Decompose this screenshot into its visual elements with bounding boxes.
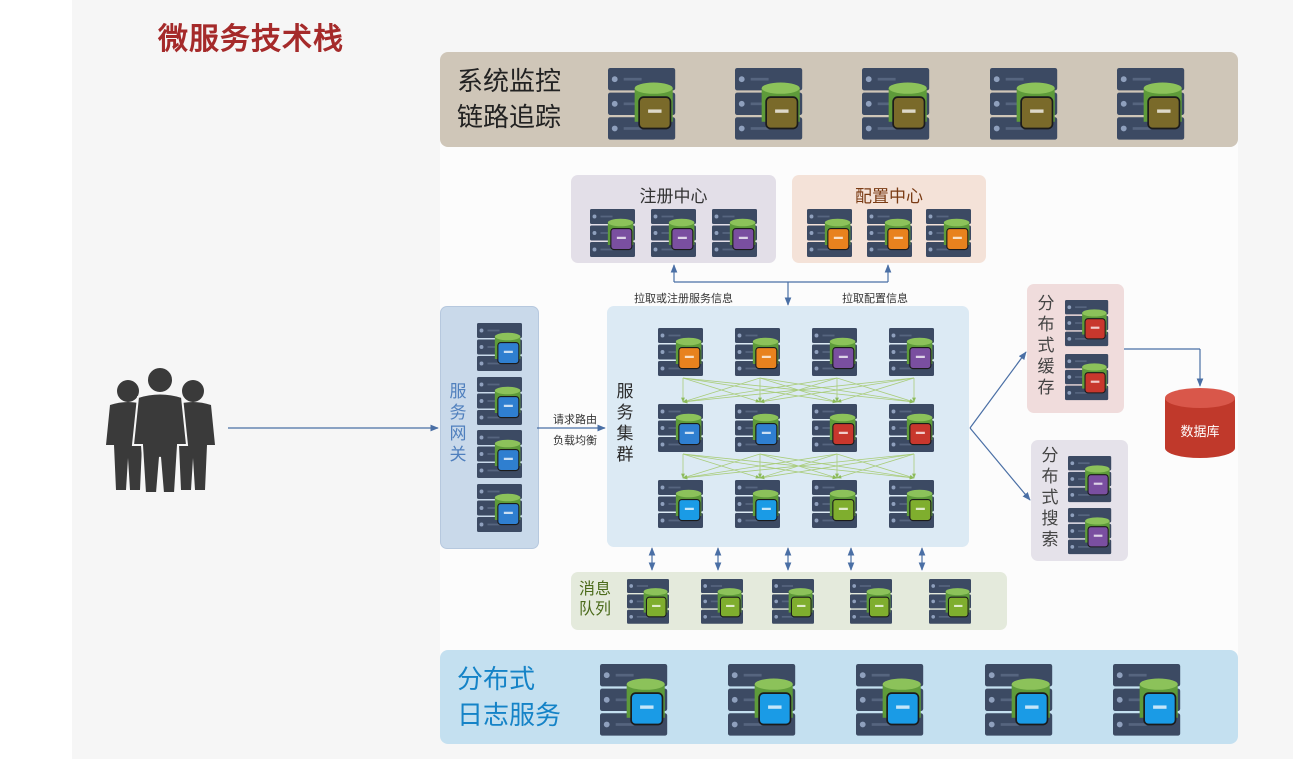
cluster-server-icon [889, 480, 934, 528]
users-icon [106, 366, 215, 494]
cache-server-icon [1065, 300, 1109, 347]
mq-label-line2: 队列 [579, 599, 612, 618]
edge-label-routing: 请求路由 [553, 413, 597, 426]
monitor-server-icon [735, 68, 803, 140]
registry-server-icon [651, 209, 696, 257]
page-title: 微服务技术栈 [158, 22, 344, 57]
log-service-band [440, 650, 1238, 744]
monitor-server-icon [1117, 68, 1185, 140]
cluster-char: 务 [616, 403, 634, 423]
cluster-mesh-line [682, 453, 838, 480]
gateway-char: 务 [449, 403, 467, 423]
monitor-server-icon [608, 68, 676, 140]
config-server-icon [807, 209, 852, 257]
log-service-label: 分布式 日志服务 [457, 662, 561, 734]
log-service-label-line1: 分布式 [457, 665, 536, 695]
registry-server-icon [590, 209, 635, 257]
log-service-label-line2: 日志服务 [457, 701, 562, 731]
gateway-char: 服 [449, 382, 467, 402]
mq-server-icon [701, 579, 743, 624]
search-server-icon [1068, 456, 1112, 503]
gateway-server-icon [477, 377, 522, 425]
search-char: 布 [1041, 467, 1059, 487]
mq-label: 消息 队列 [579, 579, 611, 619]
registry-title: 注册中心 [639, 187, 708, 207]
cluster-char: 服 [616, 382, 634, 402]
monitoring-label-line1: 系统监控 [457, 67, 562, 97]
cluster-to-cache-arrow [969, 351, 1027, 429]
cluster-mesh-line [759, 377, 915, 404]
cluster-label: 服 务 集 群 [615, 382, 635, 466]
cluster-server-icon [658, 480, 703, 528]
cluster-to-search-arrow [969, 427, 1031, 501]
cluster-mesh-line [682, 453, 915, 480]
monitor-server-icon [862, 68, 930, 140]
config-server-icon [867, 209, 912, 257]
cluster-server-icon [735, 480, 780, 528]
search-char: 搜 [1041, 509, 1059, 529]
log-server-icon [600, 664, 668, 736]
cache-char: 分 [1037, 294, 1055, 314]
cache-server-icon [1065, 354, 1109, 401]
edge-label-load-balance: 负载均衡 [553, 434, 597, 447]
cluster-server-icon [812, 328, 857, 376]
cache-label: 分 布 式 缓 存 [1036, 294, 1056, 399]
log-server-icon [856, 664, 924, 736]
database-icon [1165, 388, 1235, 458]
cluster-server-icon [658, 404, 703, 452]
cluster-server-icon [889, 328, 934, 376]
cluster-mesh-line [682, 453, 761, 479]
edge-label-pull-register: 拉取或注册服务信息 [634, 292, 733, 305]
registry-server-icon [712, 209, 757, 257]
log-server-icon [1113, 664, 1181, 736]
search-char: 索 [1041, 530, 1059, 550]
cache-char: 式 [1037, 336, 1055, 356]
config-server-icon [926, 209, 971, 257]
mq-server-icon [929, 579, 971, 624]
monitoring-band [440, 52, 1238, 147]
cluster-mesh-line [836, 453, 915, 479]
gateway-label: 服 务 网 关 [448, 382, 468, 466]
server-icons [477, 68, 1185, 736]
edge-label-pull-config: 拉取配置信息 [842, 292, 908, 305]
gateway-server-icon [477, 430, 522, 478]
search-char: 分 [1041, 446, 1059, 466]
monitor-server-icon [990, 68, 1058, 140]
cache-char: 布 [1037, 315, 1055, 335]
cluster-mesh-line [836, 377, 915, 403]
cluster-char: 群 [616, 445, 634, 465]
cluster-mesh-line [682, 377, 838, 404]
cluster-server-icon [735, 328, 780, 376]
config-title: 配置中心 [855, 187, 923, 207]
cluster-server-icon [658, 328, 703, 376]
mq-label-line1: 消息 [579, 579, 612, 598]
connection-lines [228, 264, 1204, 571]
mq-server-icon [772, 579, 814, 624]
cache-char: 缓 [1037, 357, 1055, 377]
cluster-mesh-line [682, 377, 915, 404]
log-server-icon [985, 664, 1053, 736]
gateway-server-icon [477, 323, 522, 371]
search-server-icon [1068, 508, 1112, 555]
cluster-server-icon [889, 404, 934, 452]
search-char: 式 [1041, 488, 1059, 508]
cluster-server-icon [735, 404, 780, 452]
monitoring-label: 系统监控 链路追踪 [457, 64, 561, 136]
cluster-mesh-line [682, 377, 761, 403]
cache-char: 存 [1037, 378, 1055, 398]
cluster-server-icon [812, 404, 857, 452]
log-server-icon [728, 664, 796, 736]
monitoring-label-line2: 链路追踪 [457, 103, 562, 133]
search-label: 分 布 式 搜 索 [1040, 446, 1060, 551]
cluster-mesh-line [759, 453, 915, 480]
cluster-char: 集 [616, 424, 634, 444]
gateway-char: 关 [449, 445, 467, 465]
gateway-server-icon [477, 484, 522, 532]
mq-server-icon [850, 579, 892, 624]
cluster-server-icon [812, 480, 857, 528]
gateway-char: 网 [449, 424, 467, 444]
mq-server-icon [627, 579, 669, 624]
database-label: 数据库 [1180, 425, 1220, 440]
